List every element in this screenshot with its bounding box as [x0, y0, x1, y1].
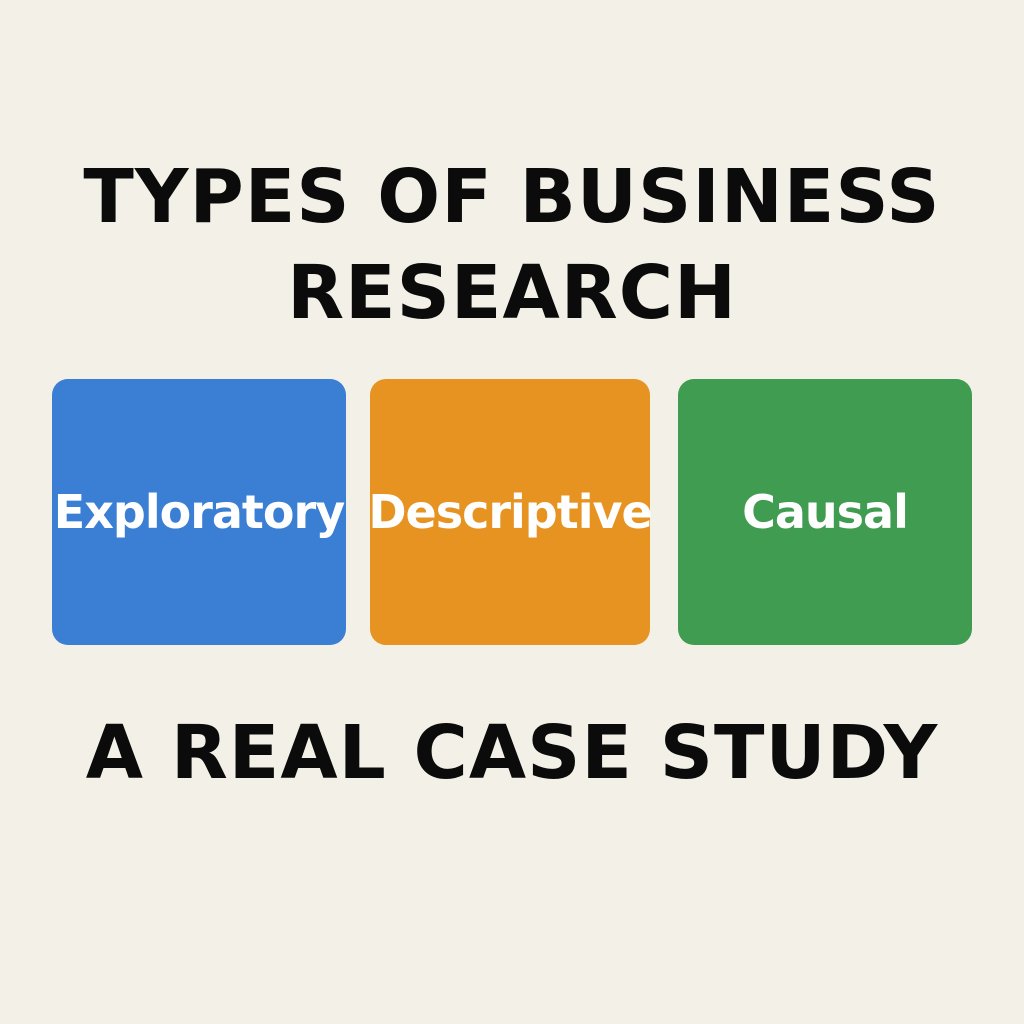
subtitle: A REAL CASE STUDY: [85, 710, 939, 796]
title-line-2: RESEARCH: [287, 250, 737, 336]
descriptive-box: Descriptive: [368, 379, 653, 645]
causal-label: Causal: [742, 485, 909, 539]
title-line-1: TYPES OF BUSINESS: [83, 154, 941, 240]
exploratory-box: Exploratory: [52, 379, 346, 645]
descriptive-label: Descriptive: [368, 485, 652, 539]
exploratory-label: Exploratory: [53, 485, 345, 539]
causal-box: Causal: [678, 379, 972, 645]
research-types: Exploratory Descriptive Causal: [0, 379, 1024, 645]
